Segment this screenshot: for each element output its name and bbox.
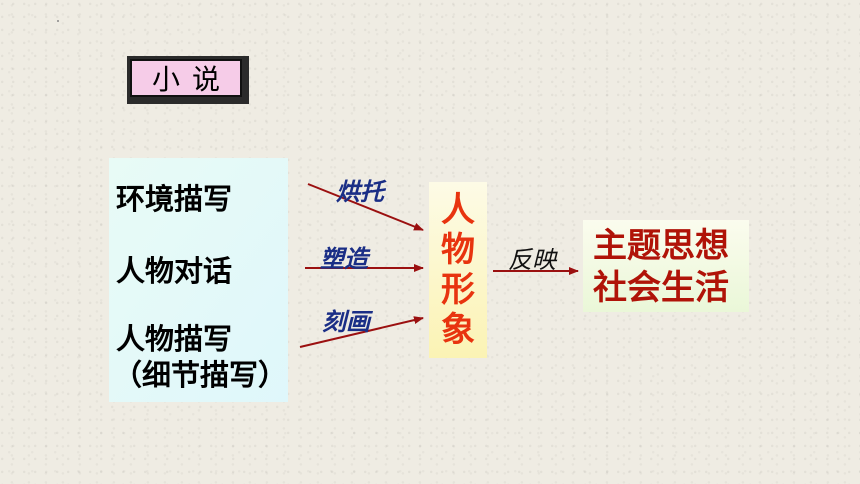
arrow-bottom — [299, 316, 424, 348]
edge-label-right: 反映 — [508, 246, 556, 274]
source-box: 环境描写 人物对话 人物描写 （细节描写） — [109, 158, 288, 402]
title-box: 小说 — [127, 56, 249, 104]
source-item-detail: （细节描写） — [113, 358, 288, 392]
theme-box: 主题思想 社会生活 — [583, 220, 749, 312]
stray-dot — [57, 20, 59, 22]
center-char-2: 物 — [441, 230, 475, 270]
source-item-dialogue: 人物对话 — [116, 254, 233, 288]
center-char-1: 人 — [441, 190, 475, 230]
center-char-3: 形 — [441, 270, 475, 310]
theme-line-2: 社会生活 — [593, 268, 729, 308]
title-inner: 小说 — [130, 59, 242, 97]
edge-label-top: 烘托 — [336, 178, 384, 206]
theme-line-1: 主题思想 — [593, 226, 729, 266]
source-item-environment: 环境描写 — [116, 182, 233, 216]
edge-label-bottom: 刻画 — [322, 308, 370, 336]
arrow-top — [307, 183, 424, 231]
center-char-4: 象 — [441, 310, 475, 350]
page-title: 小说 — [151, 63, 232, 96]
character-image-box: 人 物 形 象 — [429, 182, 487, 358]
edge-label-middle: 塑造 — [320, 245, 368, 273]
source-item-portrayal: 人物描写 — [116, 322, 233, 356]
